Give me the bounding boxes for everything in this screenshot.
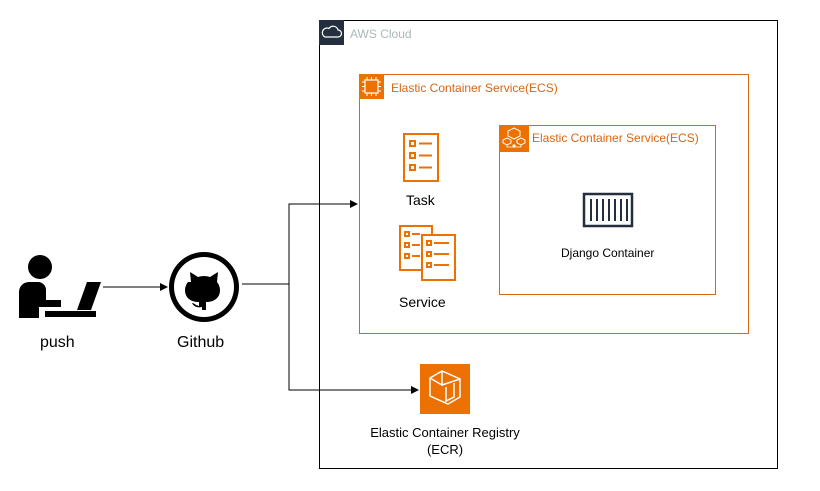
ecs-service-group-label: Elastic Container Service(ECS) xyxy=(532,131,699,145)
cloud-icon xyxy=(319,20,344,45)
service-icon xyxy=(399,225,456,281)
django-container-label: Django Container xyxy=(561,246,655,260)
connectors xyxy=(103,200,419,394)
service-label: Service xyxy=(399,294,446,310)
ecr-label-line2: (ECR) xyxy=(426,442,464,457)
github-to-ecr-arrow xyxy=(288,284,419,394)
ecs-service-group xyxy=(499,125,716,295)
user-laptop-icon xyxy=(19,255,101,318)
ecs-cluster-group xyxy=(359,74,749,334)
task-icon xyxy=(403,133,439,182)
ecr-label-line1: Elastic Container Registry xyxy=(370,425,520,440)
container-icon xyxy=(582,192,634,228)
ecs-chip-icon xyxy=(359,74,384,99)
ecs-cluster-label: Elastic Container Service(ECS) xyxy=(391,81,558,95)
aws-cloud-label: AWS Cloud xyxy=(350,27,412,41)
github-icon xyxy=(169,252,239,322)
github-to-ecs-arrow xyxy=(242,200,358,285)
github-label: Github xyxy=(177,334,225,351)
ecr-icon xyxy=(420,364,470,414)
task-label: Task xyxy=(406,192,435,208)
push-label: push xyxy=(40,334,75,351)
ecr-label: Elastic Container Registry (ECR) xyxy=(360,424,530,458)
aws-cloud-group xyxy=(319,20,778,469)
ecs-service-icon xyxy=(499,125,529,152)
